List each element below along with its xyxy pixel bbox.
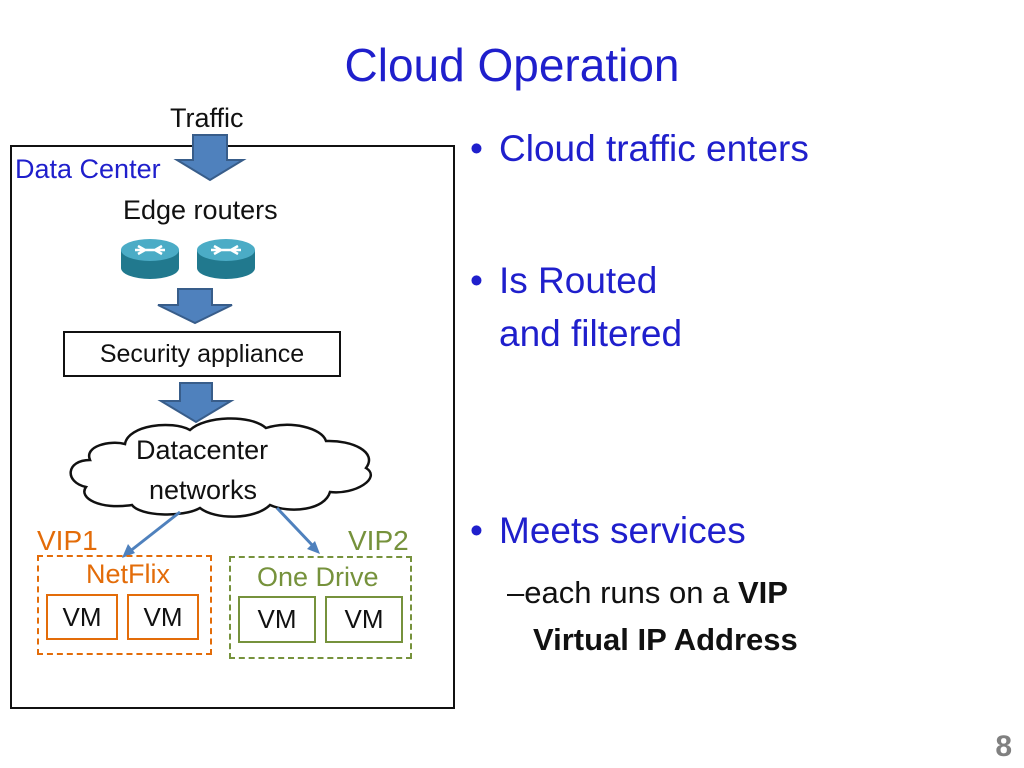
cloud-label-line2: networks (149, 475, 258, 505)
slide-title: Cloud Operation (344, 39, 680, 91)
page-number: 8 (995, 730, 1012, 763)
onedrive-label: One Drive (257, 562, 379, 592)
bullet-item-2: • Is Routed (470, 260, 657, 302)
netflix-label: NetFlix (86, 559, 171, 589)
data-center-label: Data Center (15, 154, 161, 185)
arrowhead-icon-right (307, 541, 320, 554)
traffic-label: Traffic (170, 103, 244, 133)
vm-label: VM (62, 601, 102, 632)
sub-bullet: –each runs on a VIP (507, 575, 788, 611)
vm-label: VM (344, 604, 384, 634)
router-icon-1 (121, 239, 179, 279)
down-arrow-icon-1 (157, 288, 233, 325)
cloud-label-line1: Datacenter (136, 435, 269, 465)
bullet-dot: • (470, 260, 483, 301)
edge-routers-label: Edge routers (123, 195, 278, 225)
security-appliance-label: Security appliance (99, 339, 305, 368)
security-appliance-box: Security appliance (63, 331, 341, 377)
onedrive-service-box (229, 556, 412, 659)
bullet-text-3: Meets services (499, 510, 746, 551)
vm-box: VM (46, 594, 118, 640)
router-icon-2 (197, 239, 255, 279)
sub-bullet-line2: Virtual IP Address (533, 622, 798, 657)
vm-box: VM (127, 594, 199, 640)
vm-box: VM (238, 596, 316, 643)
bullet-item-3: • Meets services (470, 510, 746, 552)
bullet-text-2-line2: and filtered (499, 313, 683, 354)
vip2-label: VIP2 (348, 525, 409, 556)
bullet-dot: • (470, 128, 483, 169)
netflix-service-box (37, 555, 212, 655)
bullet-text-1: Cloud traffic enters (499, 128, 809, 169)
arrowhead-icon-left (122, 544, 135, 558)
bullet-text-2-line1: Is Routed (499, 260, 658, 301)
vm-box: VM (325, 596, 403, 643)
sub-bullet-prefix: –each runs on a (507, 575, 738, 610)
vip1-label: VIP1 (37, 525, 98, 556)
sub-bullet-vip: VIP (737, 575, 788, 610)
traffic-arrow-icon (173, 134, 247, 182)
bullet-item-1: • Cloud traffic enters (470, 128, 809, 170)
data-center-box (10, 145, 455, 709)
vm-label: VM (143, 601, 183, 632)
bullet-dot: • (470, 510, 483, 551)
down-arrow-icon-2 (157, 382, 235, 424)
vm-label: VM (257, 604, 297, 634)
cloud-icon (69, 417, 373, 518)
